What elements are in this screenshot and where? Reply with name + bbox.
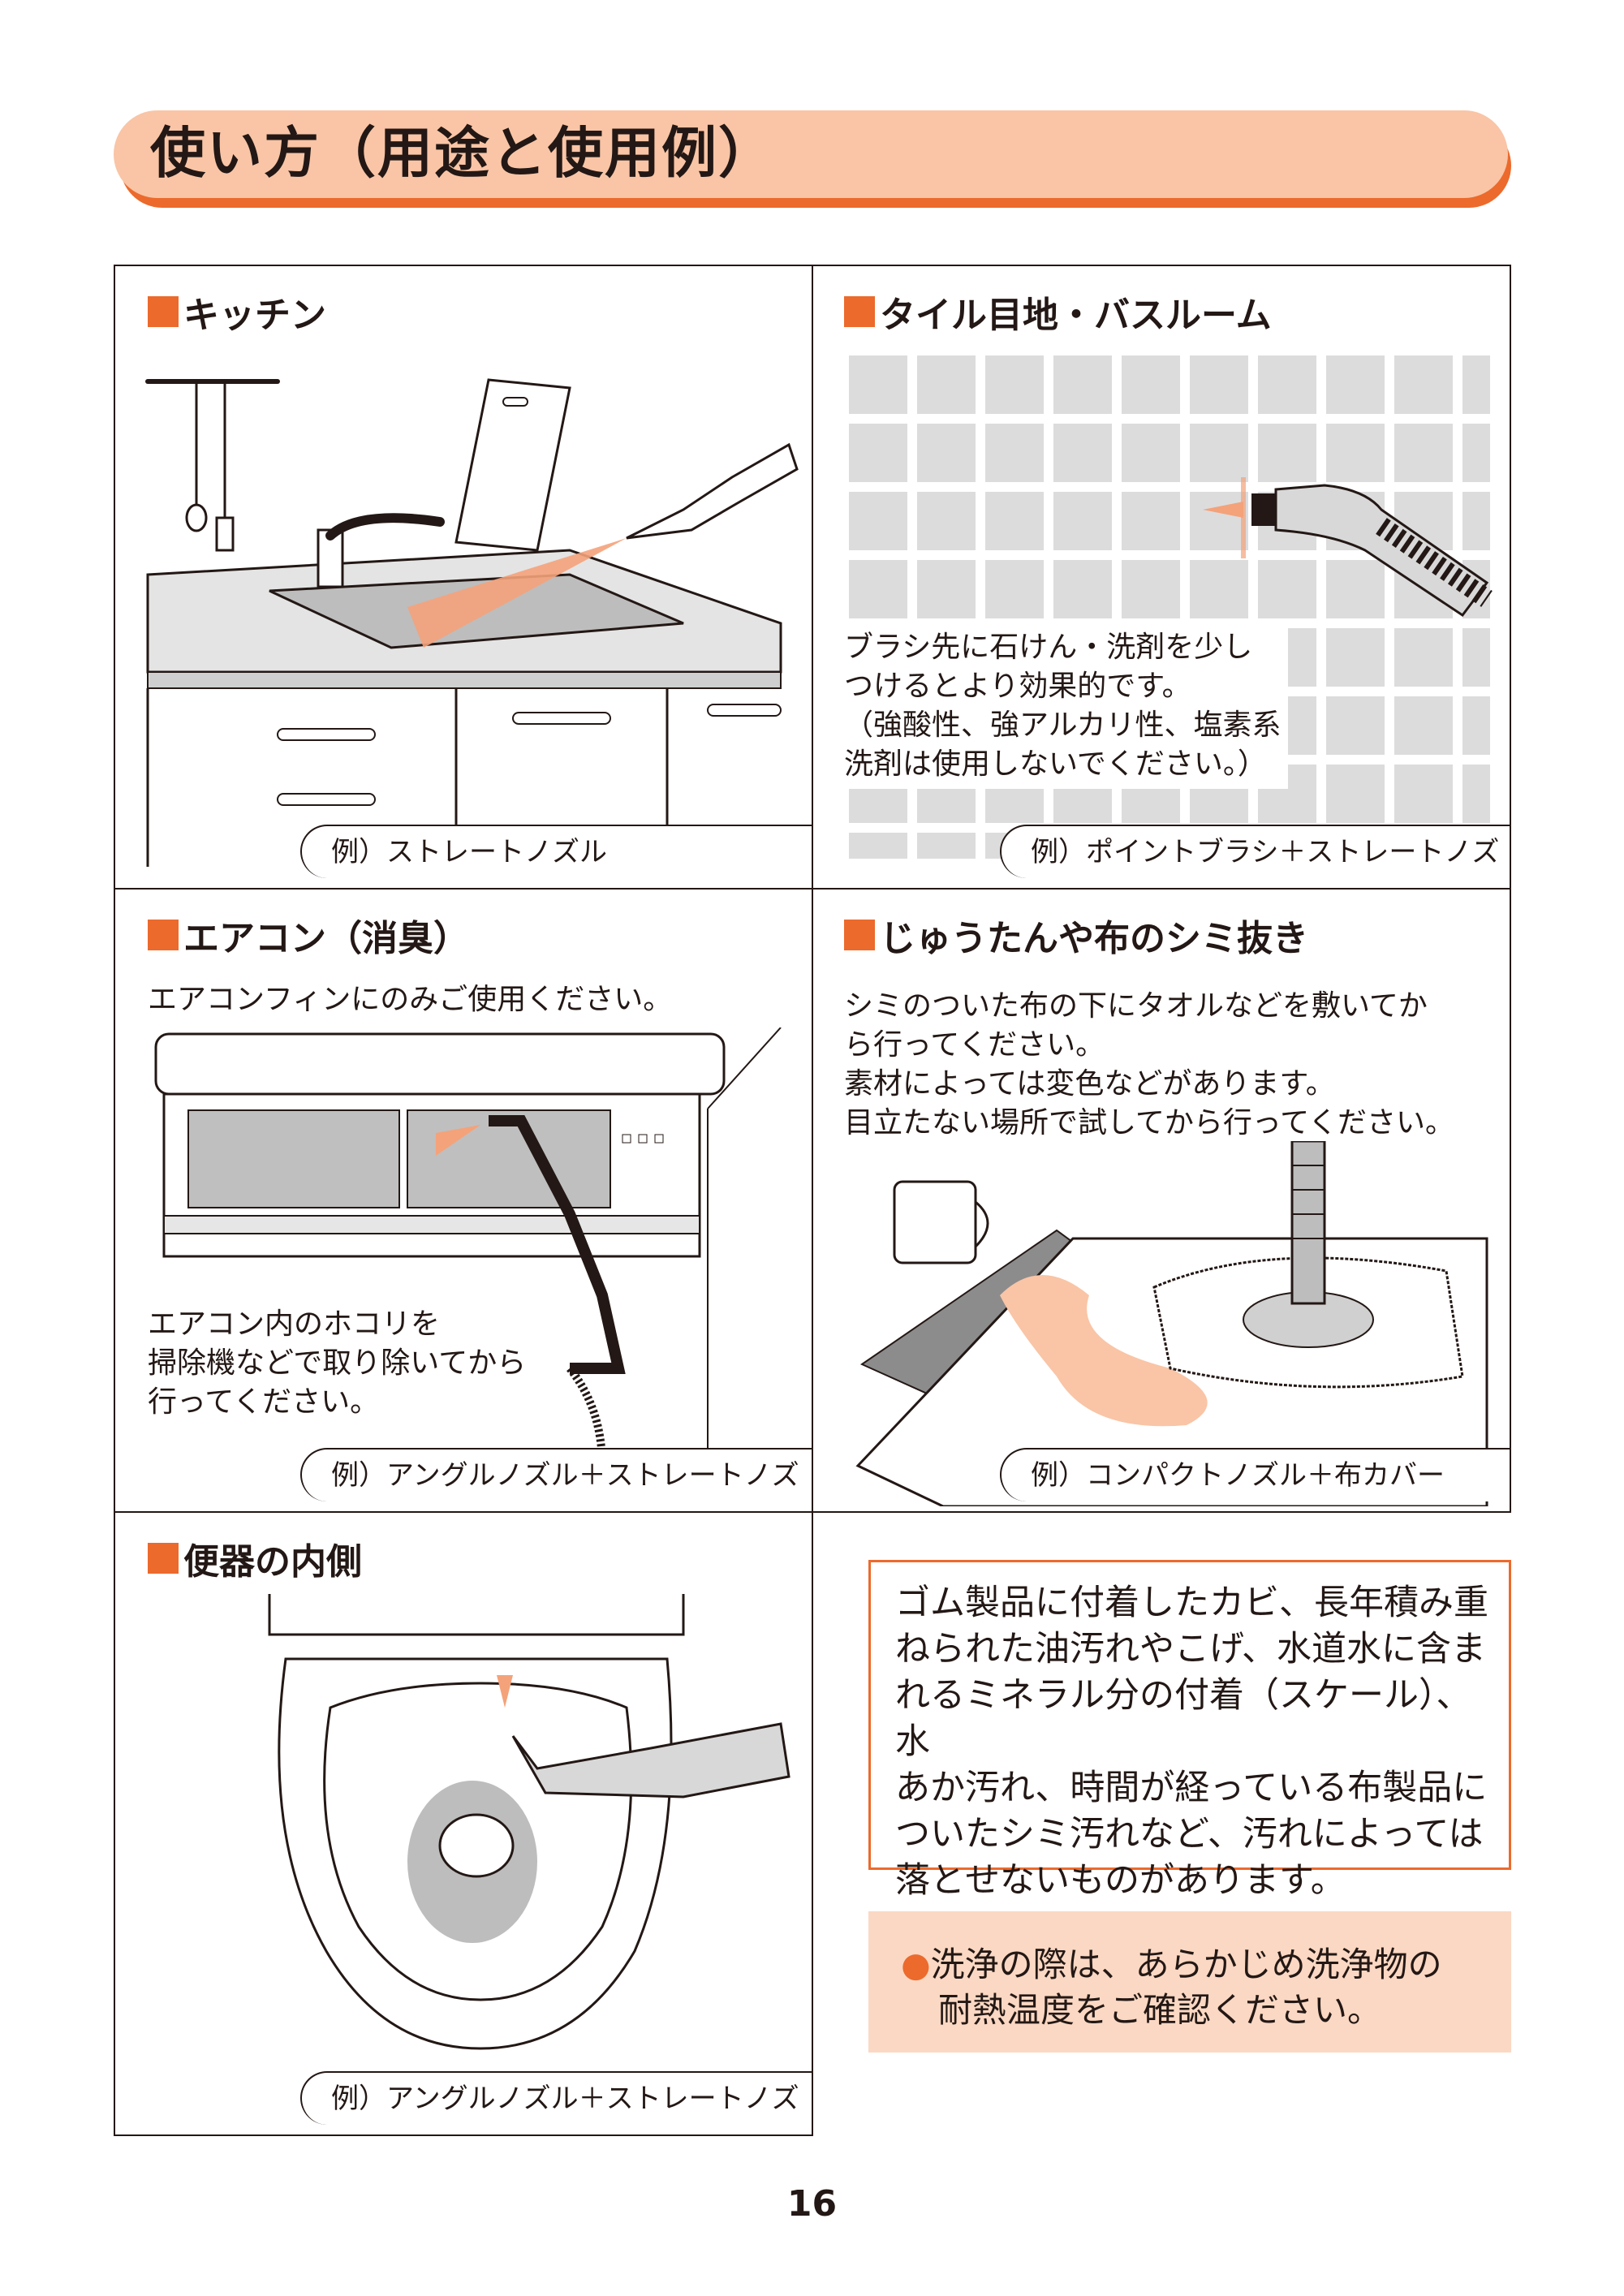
notice-line: れるミネラル分の付着（スケール）、水 xyxy=(895,1675,1471,1762)
carpet-note: シミのついた布の下にタオルなどを敷いてか ら行ってください。 素材によっては変色… xyxy=(844,987,1454,1143)
tile-note-line: 洗剤は使用しないでください。） xyxy=(844,747,1267,781)
notice-line: あか汚れ、時間が経っている布製品に xyxy=(895,1768,1488,1808)
orange-square-icon xyxy=(148,1543,179,1574)
aircon-note-top: エアコンフィンにのみご使用ください。 xyxy=(148,983,673,1016)
notice-line: 落とせないものがあります。 xyxy=(895,1860,1346,1901)
section-heading: キッチン xyxy=(148,286,326,338)
nozzle-caption: 例）ストレートノズル xyxy=(300,825,812,878)
bullet-icon: ● xyxy=(901,1945,931,1984)
notice-line: ゴム製品に付着したカビ、長年積み重 xyxy=(895,1583,1488,1623)
orange-square-icon xyxy=(844,296,875,327)
nozzle-caption: 例）コンパクトノズル＋布カバー xyxy=(1000,1448,1510,1501)
section-toilet: 便器の内側 例）アングルノズル＋ストレートノズル xyxy=(114,1511,813,2136)
section-heading: タイル目地・バスルーム xyxy=(844,286,1272,338)
nozzle-caption: 例）ポイントブラシ＋ストレートノズル xyxy=(1000,825,1510,878)
aircon-illustration xyxy=(154,1027,782,1467)
kitchen-illustration xyxy=(145,378,799,867)
orange-square-icon xyxy=(148,920,179,950)
carpet-illustration xyxy=(855,1141,1488,1506)
heading-text: じゅうたんや布のシミ抜き xyxy=(880,918,1308,959)
notice-line: ねられた油汚れやこげ、水道水に含ま xyxy=(895,1629,1486,1669)
title-banner xyxy=(114,110,1508,198)
section-heading: 便器の内側 xyxy=(148,1532,362,1584)
tile-illustration xyxy=(849,355,1493,859)
aircon-note-line: 行ってください。 xyxy=(148,1385,380,1419)
section-heading: エアコン（消臭） xyxy=(148,909,469,961)
heading-text: エアコン（消臭） xyxy=(183,918,469,959)
carpet-note-line: ら行ってください。 xyxy=(844,1028,1105,1062)
notice-line: ついたシミ汚れなど、汚れによっては xyxy=(895,1814,1484,1854)
section-kitchen: キッチン 例）ストレートノズル xyxy=(114,265,813,890)
tile-note: ブラシ先に石けん・洗剤を少し つけるとより効果的です。 （強酸性、強アルカリ性、… xyxy=(844,628,1288,789)
carpet-note-line: 素材によっては変色などがあります。 xyxy=(844,1067,1335,1101)
heading-text: 便器の内側 xyxy=(183,1541,362,1583)
carpet-note-line: 目立たない場所で試してから行ってください。 xyxy=(844,1106,1455,1139)
notice-box: ゴム製品に付着したカビ、長年積み重 ねられた油汚れやこげ、水道水に含ま れるミネ… xyxy=(868,1560,1511,1901)
section-tile: タイル目地・バスルーム ブラシ先に石けん・洗剤を少し つけるとより効果的です。 … xyxy=(812,265,1511,890)
aircon-note-bottom: エアコン内のホコリを 掃除機などで取り除いてから 行ってください。 xyxy=(148,1305,526,1422)
page-title: 使い方（用途と使用例） xyxy=(150,122,776,186)
nozzle-caption: 例）アングルノズル＋ストレートノズル xyxy=(300,1448,812,1501)
section-heading: じゅうたんや布のシミ抜き xyxy=(844,909,1308,961)
caution-box: ●洗浄の際は、あらかじめ洗浄物の 耐熱温度をご確認ください。 xyxy=(868,1911,1511,2053)
page-number: 16 xyxy=(786,2183,838,2225)
orange-square-icon xyxy=(148,296,179,327)
heading-text: タイル目地・バスルーム xyxy=(880,295,1272,336)
section-carpet: じゅうたんや布のシミ抜き シミのついた布の下にタオルなどを敷いてか ら行ってくだ… xyxy=(812,888,1511,1513)
tile-note-line: ブラシ先に石けん・洗剤を少し xyxy=(844,631,1253,664)
heading-text: キッチン xyxy=(183,295,326,336)
nozzle-caption: 例）アングルノズル＋ストレートノズル xyxy=(300,2071,812,2125)
carpet-note-line: シミのついた布の下にタオルなどを敷いてか xyxy=(844,989,1428,1023)
tile-note-line: つけるとより効果的です。 xyxy=(844,670,1191,703)
toilet-illustration xyxy=(268,1594,790,2050)
caution-line: 耐熱温度をご確認ください。 xyxy=(938,1990,1382,2030)
orange-square-icon xyxy=(844,920,875,950)
aircon-note-line: 掃除機などで取り除いてから xyxy=(148,1346,527,1380)
section-aircon: エアコン（消臭） エアコンフィンにのみご使用ください。 エアコン内のホコリを 掃… xyxy=(114,888,813,1513)
caution-line: 洗浄の際は、あらかじめ洗浄物の xyxy=(930,1945,1442,1984)
tile-note-line: （強酸性、強アルカリ性、塩素系 xyxy=(844,709,1282,742)
aircon-note-line: エアコン内のホコリを xyxy=(148,1307,441,1341)
